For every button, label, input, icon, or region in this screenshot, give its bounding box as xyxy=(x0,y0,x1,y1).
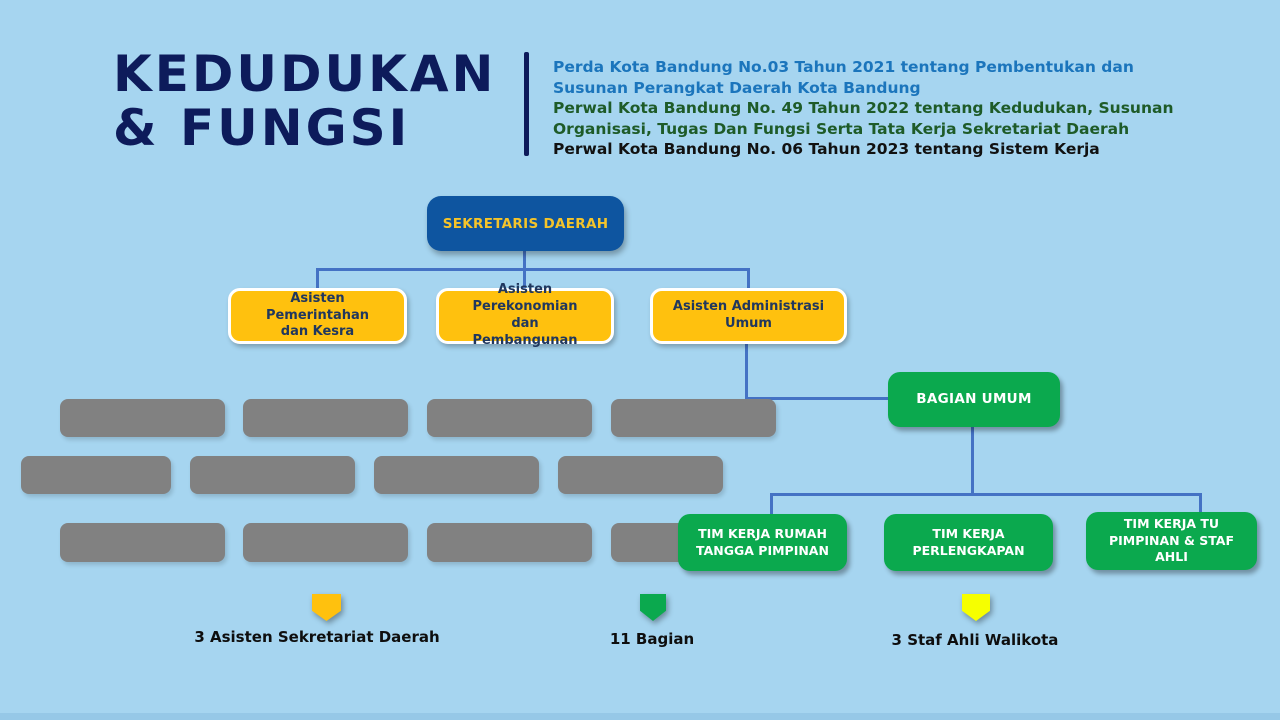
org-node-asisten-administrasi-umum: Asisten Administrasi Umum xyxy=(650,288,847,344)
regulation-perwal-2022-line2: Organisasi, Tugas Dan Fungsi Serta Tata … xyxy=(553,119,1130,138)
asisten-badge-shape xyxy=(312,594,341,621)
placeholder-box xyxy=(60,523,225,562)
connector-drop-asisten-1 xyxy=(316,268,319,288)
page-title: KEDUDUKAN & FUNGSI xyxy=(113,47,496,155)
asisten-badge-icon xyxy=(312,594,341,621)
connector-asisten3-down xyxy=(745,344,748,400)
placeholder-box xyxy=(558,456,723,494)
legend-label-staf-ahli: 3 Staf Ahli Walikota xyxy=(891,631,1059,649)
org-node-asisten-perekonomian-pembangunan: Asisten Perekonomian dan Pembangunan xyxy=(436,282,614,348)
title-divider xyxy=(524,52,529,156)
placeholder-box xyxy=(60,399,225,437)
placeholder-box xyxy=(374,456,539,494)
connector-drop-tim-3 xyxy=(1199,493,1202,513)
legend-label-bagian: 11 Bagian xyxy=(609,630,695,648)
placeholder-box xyxy=(21,456,171,494)
regulation-list: Perda Kota Bandung No.03 Tahun 2021 tent… xyxy=(553,57,1174,160)
regulation-perwal-2023-line1: Perwal Kota Bandung No. 06 Tahun 2023 te… xyxy=(553,140,1100,159)
placeholder-box xyxy=(427,399,592,437)
bagian-badge-icon xyxy=(640,594,666,621)
connector-drop-asisten-2 xyxy=(523,268,526,288)
regulation-perda-2021-line1: Perda Kota Bandung No.03 Tahun 2021 tent… xyxy=(553,58,1134,76)
connector-drop-tim-1 xyxy=(770,493,773,515)
connector-drop-asisten-3 xyxy=(747,268,750,288)
page-title-line2: & FUNGSI xyxy=(113,99,411,157)
bottom-accent-strip xyxy=(0,713,1280,720)
placeholder-box xyxy=(427,523,592,562)
placeholder-box xyxy=(243,399,408,437)
staf-ahli-badge-shape xyxy=(962,594,990,621)
org-node-tim-kerja-rumah-tangga-pimpinan: TIM KERJA RUMAH TANGGA PIMPINAN xyxy=(678,514,847,571)
bagian-badge-shape xyxy=(640,594,666,621)
page-title-line1: KEDUDUKAN xyxy=(113,45,497,103)
org-node-asisten-pemerintahan-kesra: Asisten Pemerintahan dan Kesra xyxy=(228,288,407,344)
connector-root-down xyxy=(523,251,526,270)
org-node-tim-kerja-perlengkapan: TIM KERJA PERLENGKAPAN xyxy=(884,514,1053,571)
org-node-tim-kerja-tu-pimpinan-staf-ahli: TIM KERJA TU PIMPINAN & STAF AHLI xyxy=(1086,512,1257,570)
placeholder-box xyxy=(243,523,408,562)
legend-label-asisten: 3 Asisten Sekretariat Daerah xyxy=(194,628,440,646)
connector-assistants-horizontal xyxy=(316,268,750,271)
staf-ahli-badge-icon xyxy=(962,594,990,621)
org-node-sekretaris-daerah: SEKRETARIS DAERAH xyxy=(427,196,624,251)
connector-bagian-down xyxy=(971,427,974,495)
regulation-perwal-2022-line1: Perwal Kota Bandung No. 49 Tahun 2022 te… xyxy=(553,99,1174,118)
org-node-bagian-umum: BAGIAN UMUM xyxy=(888,372,1060,427)
placeholder-box xyxy=(190,456,355,494)
placeholder-box xyxy=(611,399,776,437)
connector-to-bagian-umum xyxy=(745,397,888,400)
regulation-perda-2021-line2: Susunan Perangkat Daerah Kota Bandung xyxy=(553,78,921,97)
connector-timkerja-horizontal xyxy=(770,493,1202,496)
